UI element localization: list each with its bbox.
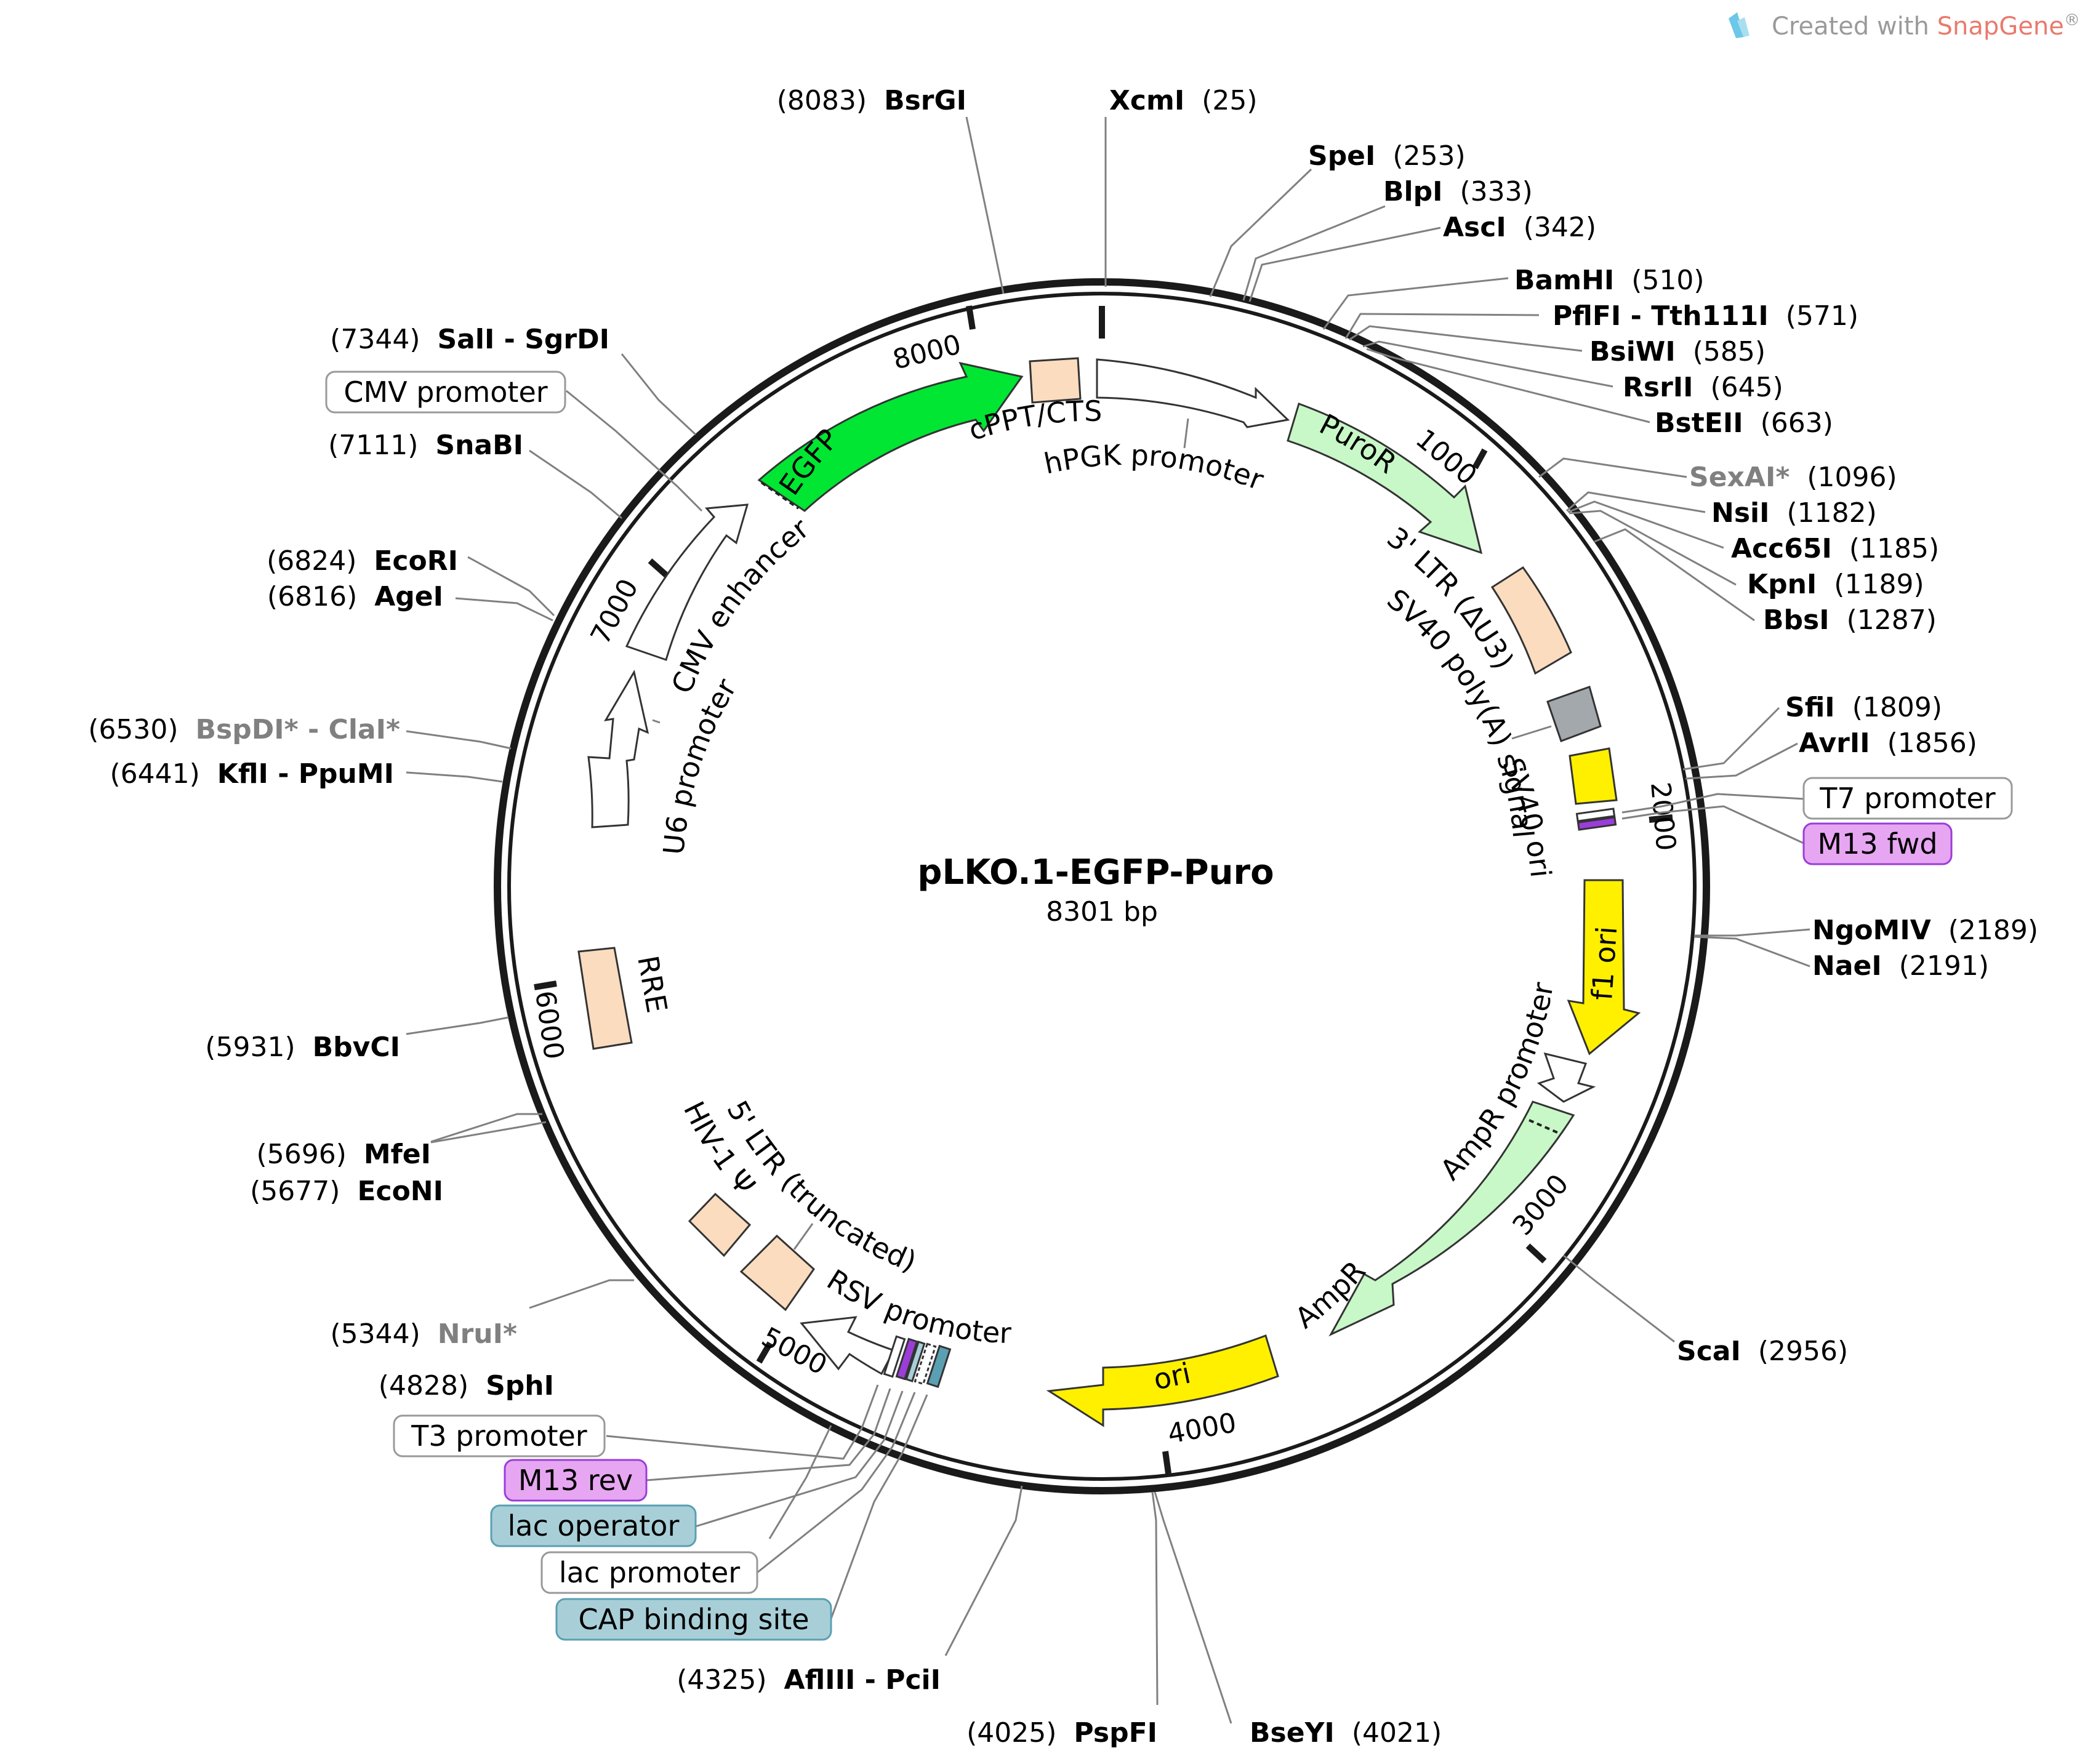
site-bbsi[interactable]: BbsI(1287)	[1763, 604, 1937, 636]
feature-cmv-enhancer[interactable]: CMV enhancer	[625, 503, 815, 698]
site-bsiwi[interactable]: BsiWI(585)	[1589, 336, 1766, 367]
site-bamhi[interactable]: BamHI(510)	[1514, 265, 1705, 296]
site-pflfi-tth111i[interactable]: PflFI - Tth111I(571)	[1553, 300, 1858, 332]
lac-operator-label: lac operator	[508, 1509, 680, 1542]
rre-label: RRE	[631, 953, 673, 1016]
snapgene-logo-icon	[1729, 12, 1745, 38]
ori-label: ori	[1151, 1356, 1194, 1396]
cmv-promoter-label: CMV promoter	[343, 375, 547, 409]
brand-name: SnapGene	[1937, 12, 2064, 41]
feature-rre[interactable]: RRE	[577, 947, 673, 1050]
site-bspdi-clai[interactable]: (6530)BspDI* - ClaI*	[88, 714, 400, 745]
brand-prefix: Created with	[1772, 12, 1937, 41]
site-naei[interactable]: NaeI(2191)	[1812, 950, 1989, 982]
backbone	[494, 278, 1710, 1494]
site-sexai[interactable]: SexAI*(1096)	[1689, 462, 1897, 493]
site-sali-sgrdi[interactable]: (7344)SalI - SgrDI	[330, 324, 609, 355]
site-bsteii[interactable]: BstEII(663)	[1655, 407, 1833, 439]
svg-text:Created with SnapGene®: Created with SnapGene®	[1772, 11, 2080, 41]
tick-label-8000: 8000	[890, 329, 964, 376]
feature-cap-binding-site[interactable]: CAP binding site	[555, 1598, 832, 1641]
site-pspfi[interactable]: (4025)PspFI	[966, 1717, 1157, 1749]
tick-label-6000: 6000	[529, 988, 569, 1061]
site-bseyi[interactable]: BseYI(4021)	[1250, 1717, 1442, 1749]
tick-label-4000: 4000	[1165, 1407, 1239, 1450]
tick-label-2000: 2000	[1644, 781, 1682, 852]
site-asci[interactable]: AscI(342)	[1443, 212, 1596, 243]
site-econi[interactable]: (5677)EcoNI	[250, 1176, 443, 1207]
feature-u6-promoter[interactable]: U6 promoter	[587, 669, 743, 856]
site-leader-lines	[406, 116, 1810, 1724]
t7-promoter-label: T7 promoter	[1819, 782, 1996, 815]
feature-m13-rev[interactable]: M13 rev	[504, 1459, 648, 1502]
snapgene-watermark: Created with SnapGene®	[1729, 11, 2080, 41]
egfp-arrow	[757, 361, 1024, 512]
site-nsii[interactable]: NsiI(1182)	[1711, 497, 1877, 529]
brand-suffix: ®	[2064, 11, 2080, 30]
center-label: pLKO.1-EGFP-Puro 8301 bp	[917, 852, 1274, 928]
site-bsrgi[interactable]: (8083)BsrGI	[777, 85, 966, 116]
lac-cluster	[883, 1335, 952, 1389]
restriction-sites: XcmI(25) SpeI(253) BlpI(333) AscI(342) B…	[88, 85, 2038, 1749]
site-mfei[interactable]: (5696)MfeI	[257, 1139, 431, 1170]
svg-text:hPGK promoter: hPGK promoter	[1041, 438, 1268, 497]
lac-promoter-label: lac promoter	[559, 1556, 740, 1589]
site-rsrii[interactable]: RsrII(645)	[1623, 372, 1783, 403]
site-kpni[interactable]: KpnI(1189)	[1747, 569, 1924, 600]
feature-t7-promoter[interactable]: T7 promoter	[1802, 777, 2013, 820]
m13-rev-label: M13 rev	[518, 1464, 633, 1497]
site-agei[interactable]: (6816)AgeI	[267, 581, 443, 612]
t3-promoter-label: T3 promoter	[411, 1419, 587, 1453]
site-spei[interactable]: SpeI(253)	[1308, 140, 1466, 172]
feature-f1-ori[interactable]: f1 ori	[1567, 879, 1641, 1056]
site-acc65i[interactable]: Acc65I(1185)	[1731, 533, 1939, 564]
feature-cmv-promoter[interactable]: CMV promoter	[325, 371, 566, 414]
plasmid-name: pLKO.1-EGFP-Puro	[917, 852, 1274, 892]
feature-5ltr[interactable]: 5' LTR (truncated)	[720, 1095, 921, 1312]
site-avrii[interactable]: AvrII(1856)	[1799, 728, 1977, 759]
feature-lac-operator[interactable]: lac operator	[490, 1504, 697, 1547]
feature-lac-promoter[interactable]: lac promoter	[540, 1551, 758, 1594]
site-sphi[interactable]: (4828)SphI	[379, 1370, 554, 1401]
site-blpi[interactable]: BlpI(333)	[1383, 176, 1533, 207]
site-ngomiv[interactable]: NgoMIV(2189)	[1812, 915, 2038, 946]
m13-fwd-label: M13 fwd	[1817, 827, 1937, 860]
site-snabi[interactable]: (7111)SnaBI	[328, 430, 523, 461]
f1-ori-label: f1 ori	[1585, 925, 1623, 1001]
feature-m13-fwd[interactable]: M13 fwd	[1802, 822, 1953, 865]
scale-ticks	[534, 305, 1673, 1474]
u6-promoter-label: U6 promoter	[657, 673, 743, 856]
hpgk-promoter-label: hPGK promoter	[1041, 438, 1268, 497]
svg-text:U6 promoter: U6 promoter	[657, 673, 743, 856]
site-bbvci[interactable]: (5931)BbvCI	[205, 1032, 400, 1063]
plasmid-length: 8301 bp	[1046, 896, 1158, 928]
feature-leader-lines	[566, 390, 1804, 1619]
site-scai[interactable]: ScaI(2956)	[1677, 1336, 1848, 1367]
site-afliii-pcii[interactable]: (4325)AflIII - PciI	[677, 1664, 941, 1696]
site-nrui[interactable]: (5344)NruI*	[330, 1318, 517, 1350]
cap-binding-site-label: CAP binding site	[578, 1603, 809, 1636]
small-features-t7-m13fwd	[1575, 808, 1617, 831]
outer-feature-labels: T7 promoter M13 fwd CMV promoter T3 prom…	[325, 371, 2013, 1641]
feature-t3-promoter[interactable]: T3 promoter	[393, 1414, 606, 1457]
feature-ori[interactable]: ori	[1046, 1334, 1279, 1427]
site-xcmi[interactable]: XcmI(25)	[1109, 85, 1258, 116]
site-sfii[interactable]: SfiI(1809)	[1785, 692, 1942, 723]
site-ecori[interactable]: (6824)EcoRI	[267, 545, 458, 577]
site-kfli-ppumi[interactable]: (6441)KflI - PpuMI	[110, 758, 394, 790]
